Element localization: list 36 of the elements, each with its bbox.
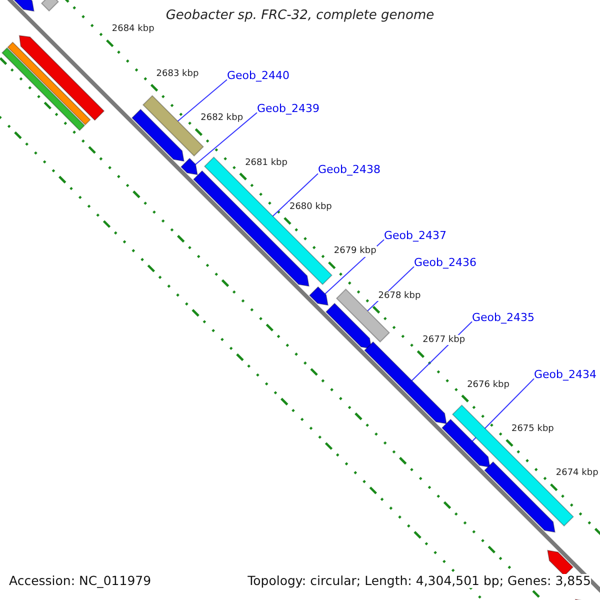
gene-label: Geob_2440 (227, 70, 290, 83)
leader-line (195, 112, 258, 165)
gene-label: Geob_2437 (384, 230, 446, 243)
gene-label: Geob_2438 (318, 164, 380, 177)
scale-label: 2681 kbp (244, 158, 288, 168)
gene-label: Geob_2439 (257, 103, 320, 116)
scale-label: 2683 kbp (155, 68, 200, 80)
gene-block (192, 170, 310, 287)
genome-stats-text: Topology: circular; Length: 4,304,501 bp; Genes: 3,855 (248, 574, 591, 588)
scale-label: 2675 kbp (510, 424, 555, 434)
gene-block (546, 550, 574, 576)
gene-block (40, 0, 59, 12)
gene-block (364, 341, 448, 424)
gene-block (325, 302, 372, 350)
gene-block (131, 108, 185, 162)
scale-label: 2679 kbp (332, 246, 378, 257)
gene-block (441, 418, 491, 468)
gene-block (484, 461, 556, 533)
scale-label: 2684 kbp (110, 24, 156, 35)
scale-label: 2676 kbp (466, 380, 510, 390)
gene-label: Geob_2434 (534, 369, 596, 382)
leader-line (177, 79, 228, 122)
gene-label: Geob_2435 (472, 312, 534, 325)
gene-label: Geob_2436 (414, 257, 476, 270)
leader-line (272, 173, 318, 217)
scale-label: 2674 kbp (554, 468, 600, 479)
gene-block (7, 42, 91, 126)
accession-text: Accession: NC_011979 (9, 574, 152, 588)
gene-block (18, 35, 105, 121)
scale-label: 2677 kbp (422, 335, 466, 346)
title: Geobacter sp. FRC-32, complete genome (164, 9, 436, 24)
scale-label: 2680 kbp (288, 202, 333, 212)
scale-label: 2682 kbp (200, 113, 244, 124)
leader-line (472, 378, 534, 442)
gene-block (1, 47, 86, 132)
scale-label: 2678 kbp (377, 290, 422, 302)
